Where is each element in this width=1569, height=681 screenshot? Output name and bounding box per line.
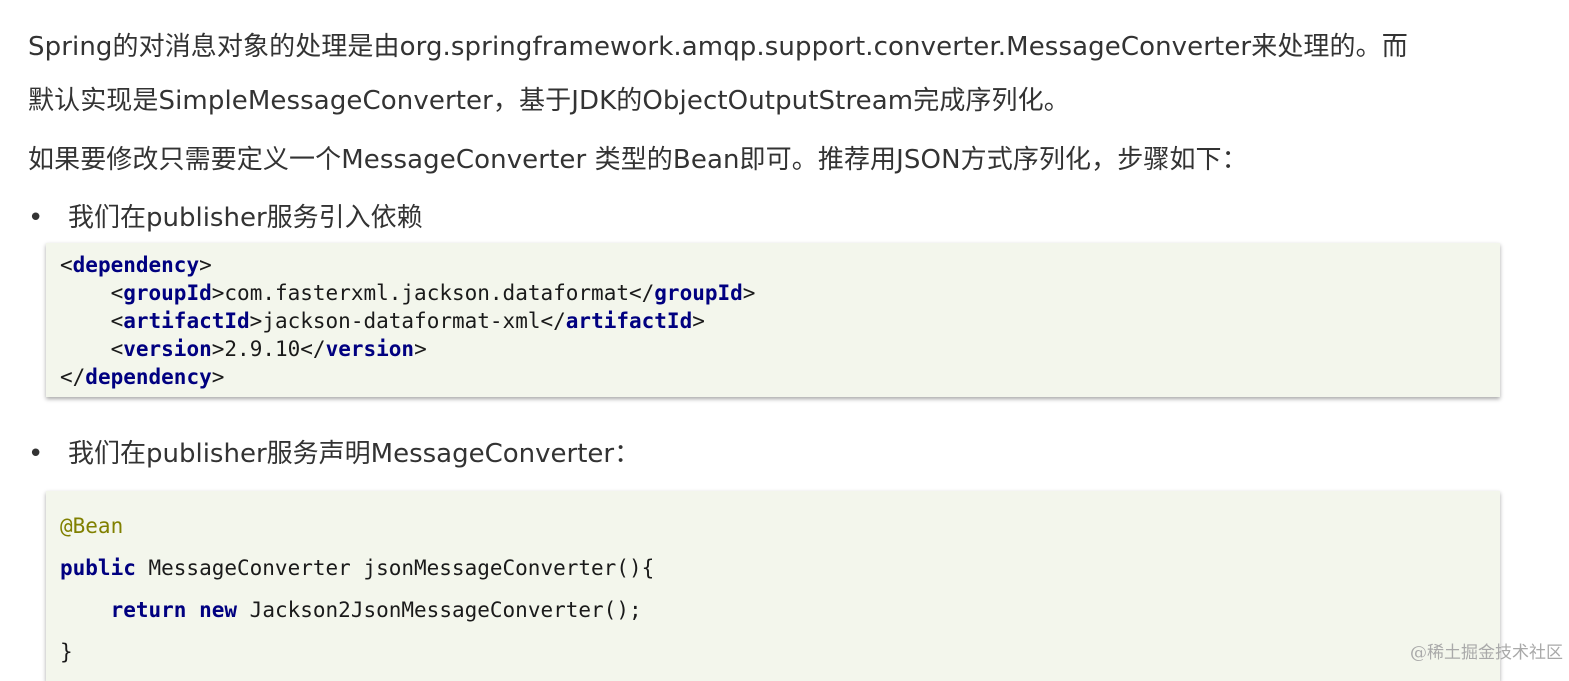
bullet-text: 我们在publisher服务声明MessageConverter： [68, 439, 641, 469]
paragraph-2: 如果要修改只需要定义一个MessageConverter 类型的Bean即可。推… [28, 145, 1248, 175]
bullet-marker: • [28, 439, 44, 469]
java-code-block[interactable]: @Bean public MessageConverter jsonMessag… [46, 491, 1500, 681]
code-line: @Bean [60, 505, 1500, 547]
code-line: <dependency> [60, 253, 212, 277]
code-line: </dependency> [60, 365, 225, 389]
paragraph-line-1: Spring的对消息对象的处理是由org.springframework.amq… [28, 32, 1408, 62]
code-line: return new Jackson2JsonMessageConverter(… [110, 598, 642, 622]
xml-code-block[interactable]: <dependency> <groupId>com.fasterxml.jack… [46, 243, 1500, 397]
code-line: <artifactId>jackson-dataformat-xml</arti… [110, 309, 705, 333]
bullet-text: 我们在publisher服务引入依赖 [68, 203, 423, 233]
bullet-marker: • [28, 203, 44, 233]
code-line: } [60, 640, 73, 664]
bullet-item-dependency: • 我们在publisher服务引入依赖 [28, 197, 423, 234]
watermark: @稀土掘金技术社区 [1410, 643, 1563, 663]
code-line: <groupId>com.fasterxml.jackson.dataforma… [110, 281, 756, 305]
paragraph-line-2: 默认实现是SimpleMessageConverter，基于JDK的Object… [28, 86, 1070, 116]
annotation-token: @Bean [60, 514, 124, 538]
bullet-item-converter: • 我们在publisher服务声明MessageConverter： [28, 433, 640, 470]
code-line: public MessageConverter jsonMessageConve… [60, 556, 655, 580]
code-line: <version>2.9.10</version> [110, 337, 427, 361]
